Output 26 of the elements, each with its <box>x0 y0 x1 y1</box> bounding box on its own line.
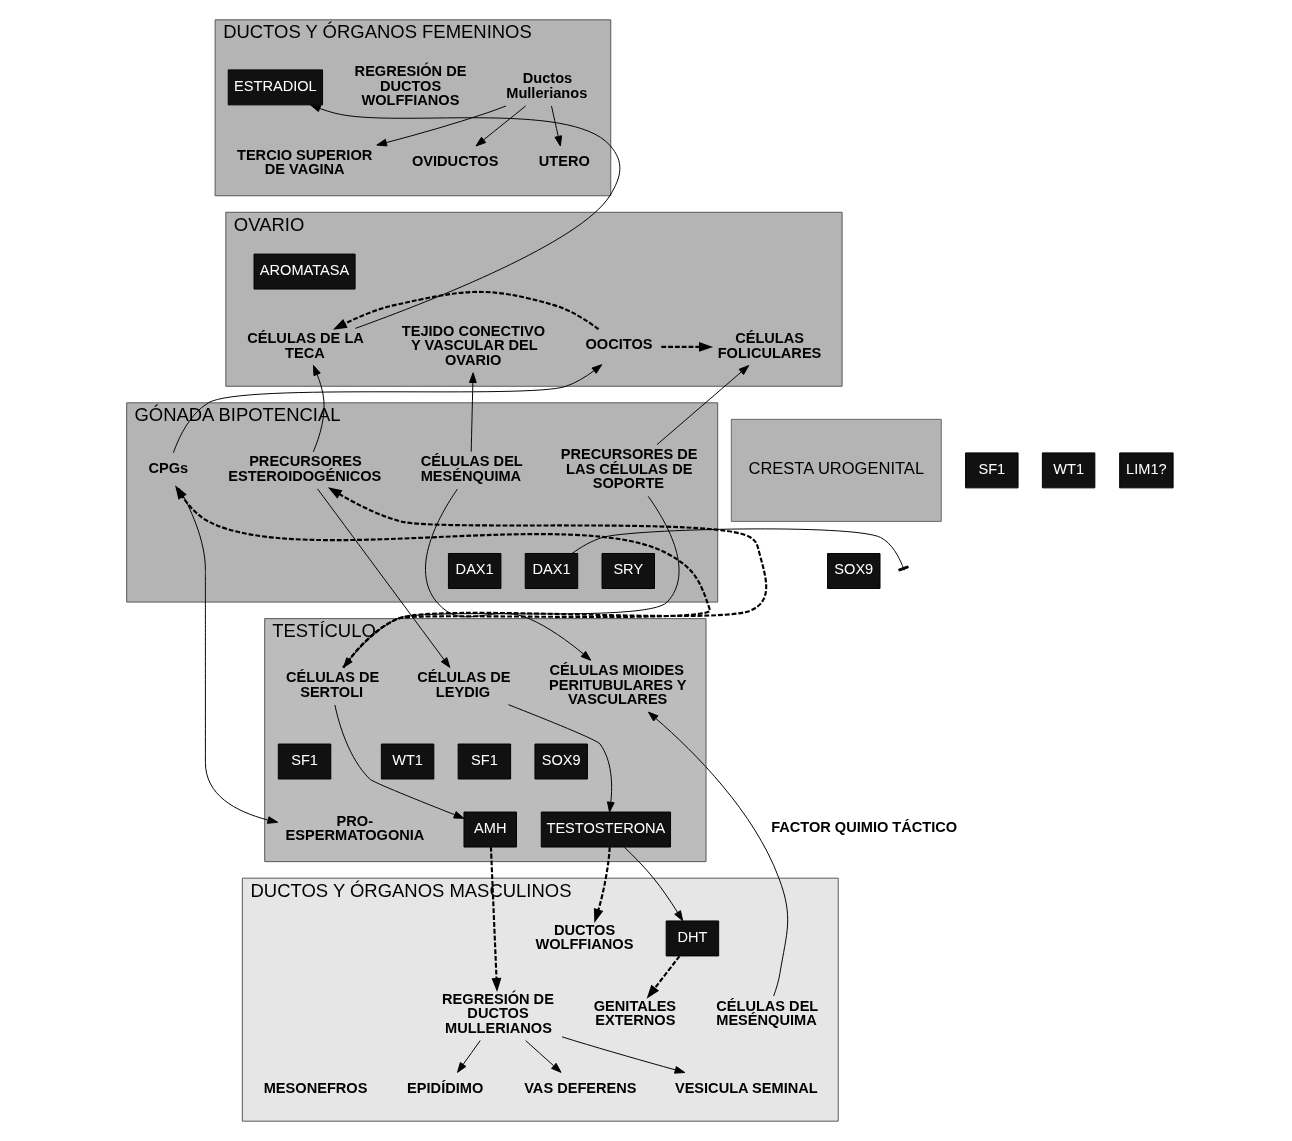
node-text: PRECURSORES ESTEROIDOGÉNICOS <box>228 453 382 485</box>
node-text: GENITALES EXTERNOS <box>593 997 677 1029</box>
node-text: DUCTOS WOLFFIANOS <box>535 921 634 953</box>
node-text: CPGs <box>148 459 189 476</box>
node-text: VESICULA SEMINAL <box>674 1079 818 1096</box>
node-text: CÉLULAS MIOIDES PERITUBULARES Y VASCULARES <box>549 662 687 708</box>
edge-label: FACTOR QUIMIO TÁCTICO <box>771 818 958 835</box>
node-text: OVIDUCTOS <box>411 153 499 170</box>
node-text: CÉLULAS FOLICULARES <box>717 330 822 361</box>
node-text: EPIDÍDIMO <box>407 1079 484 1096</box>
node-text: UTERO <box>538 153 590 170</box>
node-text: REGRESIÓN DE DUCTOS WOLFFIANOS <box>354 63 467 109</box>
node-text: VAS DEFERENS <box>524 1079 637 1096</box>
node-text: CÉLULAS DEL MESÉNQUIMA <box>716 997 819 1029</box>
node-text: REGRESIÓN DE DUCTOS MULLERIANOS <box>442 990 554 1036</box>
node-text: MESONEFROS <box>263 1079 368 1096</box>
node-text: CÉLULAS DEL MESÉNQUIMA <box>420 453 523 485</box>
node-text: PRO- ESPERMATOGONIA <box>285 812 425 844</box>
node-text: TERCIO SUPERIOR DE VAGINA <box>237 146 373 178</box>
node-text: TEJIDO CONECTIVO Y VASCULAR DEL OVARIO <box>401 322 546 368</box>
node-text: PRECURSORES DE LAS CÉLULAS DE SOPORTE <box>560 446 698 492</box>
node-text: CÉLULAS DE LEYDIG <box>417 669 511 700</box>
node-text: Ductos Mullerianos <box>506 70 588 102</box>
node-text: OOCITOS <box>585 336 653 353</box>
node-text: CÉLULAS DE SERTOLI <box>286 669 380 700</box>
node-text: CÉLULAS DE LA TECA <box>247 330 364 361</box>
